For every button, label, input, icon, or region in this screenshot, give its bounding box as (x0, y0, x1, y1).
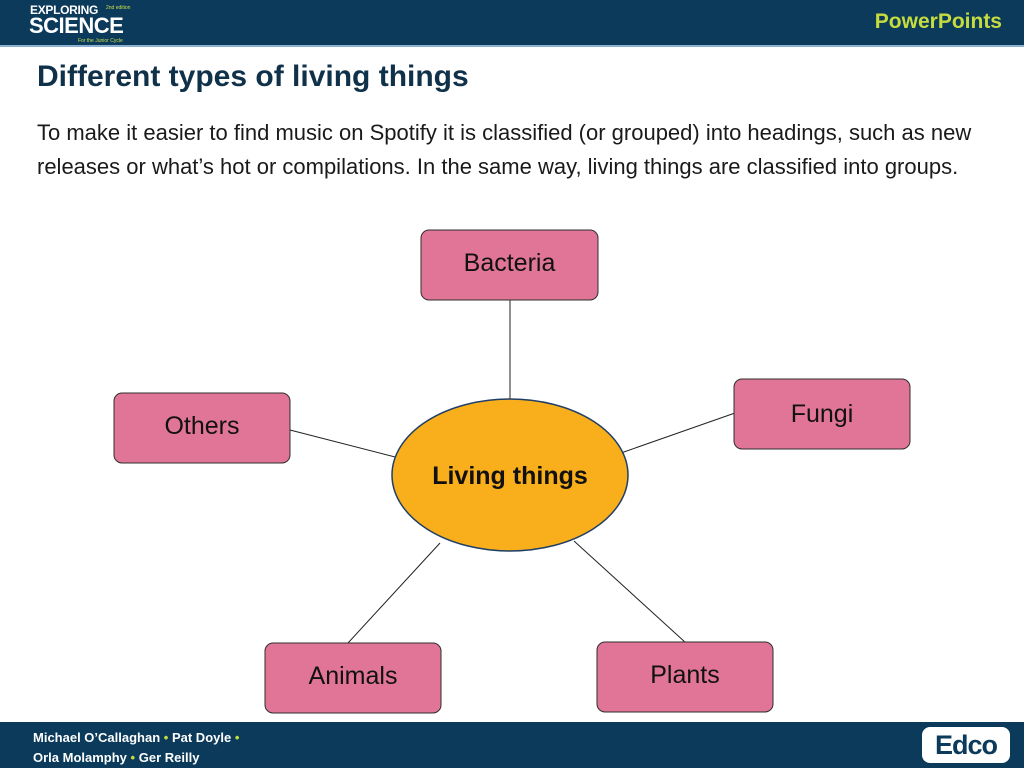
connector-others (289, 429, 400, 459)
header-bar: EXPLORING 2nd edition SCIENCE For the Ju… (0, 0, 1024, 47)
center-label: Living things (432, 462, 588, 490)
author-name: Orla Molamphy (33, 750, 127, 765)
exploring-science-logo: EXPLORING 2nd edition SCIENCE For the Ju… (29, 3, 140, 44)
slide-title: Different types of living things (37, 60, 469, 93)
connector-plants (573, 540, 687, 644)
author-name: Michael O’Callaghan (33, 730, 161, 745)
group-box-animals: Animals (264, 642, 442, 714)
center-node: Living things (391, 398, 629, 552)
group-box-others: Others (113, 392, 291, 464)
logo-edition-text: 2nd edition (106, 5, 131, 11)
author-name: Pat Doyle (171, 730, 232, 745)
logo-tagline: For the Junior Cycle (78, 38, 123, 44)
author-name: Ger Reilly (138, 750, 200, 765)
group-box-animals-shape (264, 642, 442, 714)
connector-animals (347, 542, 441, 644)
bullet-dot-icon: • (234, 730, 240, 745)
edco-logo: Edco (922, 727, 1010, 763)
group-box-bacteria: Bacteria (420, 229, 599, 301)
group-box-fungi-shape (733, 378, 911, 450)
group-label-others: Others (164, 412, 239, 440)
connector-fungi (620, 412, 736, 454)
logo-exploring-text: EXPLORING (30, 3, 98, 17)
group-label-bacteria: Bacteria (464, 249, 556, 277)
logo-science-text: SCIENCE (29, 13, 124, 38)
group-box-others-shape (113, 392, 291, 464)
powerpoints-label: PowerPoints (874, 10, 1002, 33)
author-line-2: Orla Molamphy • Ger Reilly (33, 748, 239, 768)
group-label-fungi: Fungi (791, 400, 854, 428)
group-box-plants: Plants (596, 641, 774, 713)
intro-paragraph: To make it easier to find music on Spoti… (37, 120, 972, 179)
bullet-dot-icon: • (163, 730, 169, 745)
footer-bar: Michael O’Callaghan • Pat Doyle • Orla M… (0, 722, 1024, 768)
group-box-plants-shape (596, 641, 774, 713)
author-line-1: Michael O’Callaghan • Pat Doyle • (33, 728, 239, 748)
group-label-plants: Plants (650, 661, 719, 689)
group-box-bacteria-shape (420, 229, 599, 301)
center-ellipse (391, 398, 629, 552)
bullet-dot-icon: • (130, 750, 136, 765)
group-label-animals: Animals (309, 662, 398, 690)
group-box-fungi: Fungi (733, 378, 911, 450)
author-credits: Michael O’Callaghan • Pat Doyle • Orla M… (33, 728, 239, 768)
